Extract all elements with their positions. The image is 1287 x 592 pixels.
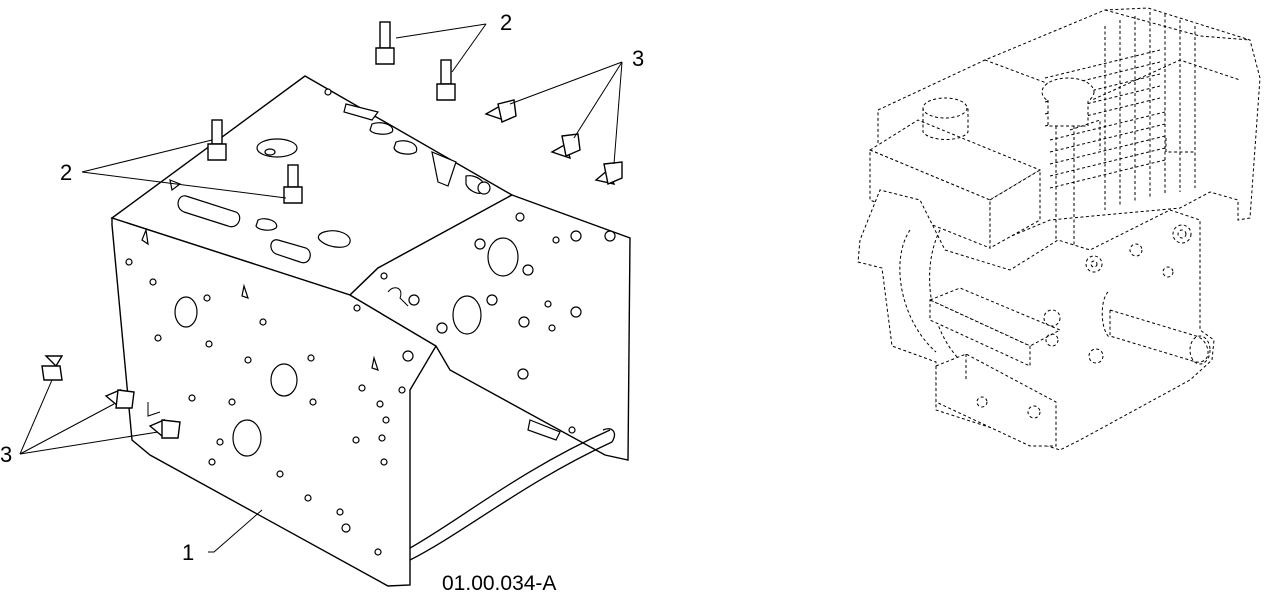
callout-3-left: 3 xyxy=(0,442,12,467)
callout-2-left: 2 xyxy=(60,160,72,185)
flange-bolt xyxy=(594,161,623,185)
diagram-reference-code: 01.00.034-A xyxy=(442,572,556,592)
mounting-stud xyxy=(375,21,395,65)
callout-2-top: 2 xyxy=(500,10,512,35)
flange-bolt xyxy=(484,99,517,123)
flange-bolt xyxy=(41,355,64,381)
engine-phantom-outline xyxy=(857,7,1261,451)
flange-bolt xyxy=(104,388,135,409)
flange-bolt xyxy=(148,418,181,439)
flange-bolt xyxy=(550,133,581,160)
mounting-stud xyxy=(283,164,303,204)
callout-3-top: 3 xyxy=(632,46,644,71)
engine-mounting-frame xyxy=(110,75,631,587)
leader-lines xyxy=(19,23,623,553)
callout-1: 1 xyxy=(182,540,194,565)
mounting-stud xyxy=(436,59,456,101)
mounting-stud xyxy=(207,119,227,161)
